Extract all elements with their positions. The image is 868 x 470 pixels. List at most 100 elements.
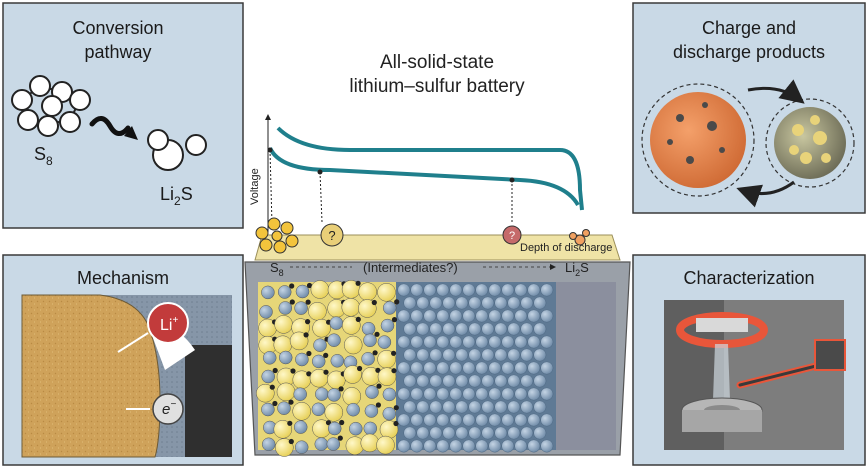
electrolyte-particle bbox=[494, 426, 508, 440]
sulfur-particle bbox=[312, 318, 331, 338]
diagram-title-line2: lithium–sulfur battery bbox=[349, 76, 525, 97]
panel-title: Mechanism bbox=[77, 268, 169, 288]
carbon-particle bbox=[338, 386, 344, 392]
sulfur-particle bbox=[342, 316, 361, 335]
depth-of-discharge-label: Depth of discharge bbox=[520, 242, 612, 254]
conversion-arrow-head-icon bbox=[124, 126, 138, 140]
electrolyte-particle bbox=[382, 301, 397, 315]
probe-holder-icon bbox=[814, 339, 846, 371]
panel-background bbox=[2, 2, 244, 229]
s8-molecule-icon bbox=[11, 75, 91, 137]
connector-s8 bbox=[269, 149, 273, 226]
electrolyte-particle bbox=[507, 374, 521, 388]
electrolyte-particle bbox=[533, 426, 547, 440]
conversion-arrow-icon bbox=[89, 116, 131, 136]
electrolyte-particle bbox=[514, 361, 528, 375]
electrolyte-particle bbox=[436, 439, 450, 453]
electrolyte-particle bbox=[468, 348, 482, 362]
electrolyte-particle bbox=[514, 387, 528, 401]
panel-conversion-pathway: Conversion pathway S8 Li2S bbox=[2, 2, 244, 229]
sulfur-particle bbox=[343, 365, 362, 384]
particle-field bbox=[256, 280, 554, 457]
carbon-particle bbox=[289, 299, 295, 305]
li2s-label: Li2S bbox=[160, 184, 193, 208]
electrolyte-particle bbox=[527, 335, 541, 349]
electrolyte-particle bbox=[514, 439, 528, 453]
electrolyte-particle bbox=[494, 322, 508, 336]
electrolyte-particle bbox=[481, 348, 495, 362]
electrolyte-particle bbox=[259, 305, 273, 319]
electrolyte-particle bbox=[540, 335, 554, 349]
electrolyte-particle bbox=[527, 309, 541, 323]
electrolyte-particle bbox=[455, 322, 469, 336]
electrolyte-particle bbox=[403, 348, 417, 362]
electrolyte-particle bbox=[423, 361, 437, 375]
sample-stage-base bbox=[682, 410, 762, 432]
electrolyte-particle bbox=[527, 361, 541, 375]
charged-particle-icon bbox=[650, 92, 746, 188]
charged-particle-spots bbox=[667, 102, 725, 164]
electrolyte-particle bbox=[501, 335, 515, 349]
electrolyte-particle bbox=[436, 309, 450, 323]
panel-charge-discharge-products: Charge and discharge products bbox=[632, 2, 866, 214]
electrolyte-particle bbox=[514, 309, 528, 323]
electrolyte-particle bbox=[361, 352, 375, 366]
carbon-particle bbox=[374, 331, 380, 337]
electrolyte-particle bbox=[416, 322, 430, 336]
electrolyte-particle bbox=[397, 361, 411, 375]
electrolyte-particle bbox=[507, 426, 521, 440]
electrolyte-particle bbox=[377, 335, 392, 349]
panel-title-line1: Charge and bbox=[702, 18, 796, 38]
sulfur-particle bbox=[275, 438, 294, 457]
carbon-particle bbox=[375, 402, 381, 408]
electrolyte-particle bbox=[540, 387, 554, 401]
carbon-particle bbox=[393, 405, 399, 411]
electrolyte-particle bbox=[293, 420, 308, 434]
electrolyte-particle bbox=[442, 348, 456, 362]
electrolyte-particle bbox=[261, 285, 275, 300]
electrolyte-particle bbox=[455, 374, 469, 388]
carbon-particle bbox=[306, 371, 312, 377]
electron-icon bbox=[152, 393, 184, 425]
electrolyte-particle bbox=[488, 387, 502, 401]
carbon-particle bbox=[357, 365, 363, 372]
lithium-ion-icon bbox=[147, 302, 189, 344]
sulfur-particle bbox=[360, 433, 380, 453]
electrolyte-particle bbox=[449, 309, 463, 323]
electrolyte-particle bbox=[423, 309, 437, 323]
electrolyte-particle bbox=[540, 413, 554, 427]
electrolyte-particle bbox=[403, 296, 417, 310]
carbon-particle bbox=[288, 399, 294, 405]
electrolyte-particle bbox=[397, 309, 411, 323]
discharged-particle-spots bbox=[789, 115, 831, 164]
electrolyte-particle bbox=[533, 296, 547, 310]
electrolyte-particle bbox=[540, 309, 554, 323]
electrolyte-particle bbox=[462, 335, 476, 349]
sulfur-particle bbox=[292, 402, 311, 421]
electrolyte-particle bbox=[423, 283, 437, 297]
electrolyte-particle bbox=[363, 333, 377, 348]
carbon-particle bbox=[323, 352, 329, 358]
electrolyte-particle bbox=[520, 296, 534, 310]
carbon-particle bbox=[287, 420, 293, 426]
electrolyte-particle bbox=[540, 283, 554, 297]
charge-arrow-icon bbox=[747, 79, 805, 104]
electrolyte-particle bbox=[462, 309, 476, 323]
electrolyte-particle bbox=[397, 413, 411, 427]
electrolyte-particle bbox=[481, 296, 495, 310]
carbon-particle bbox=[305, 319, 311, 325]
electrolyte-particle bbox=[410, 439, 424, 453]
electrolyte-particle bbox=[403, 322, 417, 336]
sulfur-particle bbox=[358, 282, 377, 301]
sulfur-particle bbox=[377, 283, 396, 302]
carbon-particle bbox=[391, 317, 398, 323]
discharge-arrow-icon bbox=[736, 180, 795, 208]
panel-title-line2: pathway bbox=[84, 42, 151, 62]
electrolyte-particle bbox=[468, 374, 482, 388]
electrolyte-particle bbox=[520, 374, 534, 388]
electrolyte-particle bbox=[416, 296, 430, 310]
carbon-particle bbox=[393, 420, 399, 427]
electrolyte-particle bbox=[533, 400, 547, 414]
